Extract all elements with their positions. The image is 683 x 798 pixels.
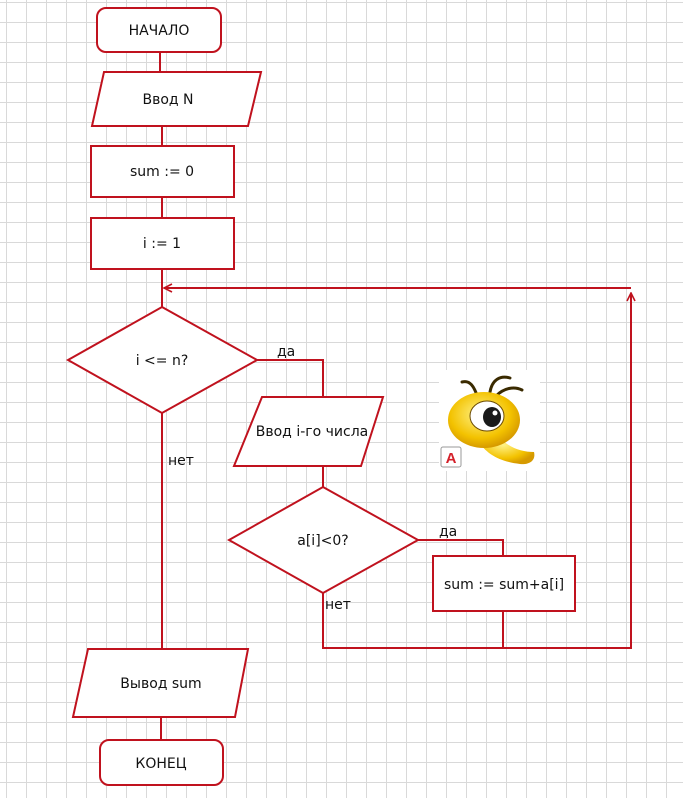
input-n-label: Ввод N bbox=[142, 92, 193, 108]
bee-mascot-icon: A bbox=[439, 370, 540, 471]
start-label: НАЧАЛО bbox=[129, 23, 190, 39]
check-negative-label: a[i]<0? bbox=[297, 533, 348, 549]
loop-back-line bbox=[322, 293, 631, 649]
accumulate-block: sum := sum+a[i] bbox=[432, 555, 576, 612]
loop-condition-diamond: i <= n? bbox=[65, 305, 260, 415]
init-i-block: i := 1 bbox=[90, 217, 235, 270]
input-item-block: Ввод i-го числа bbox=[232, 396, 385, 467]
check-yes-label: да bbox=[439, 524, 457, 540]
check-negative-diamond: a[i]<0? bbox=[226, 485, 421, 595]
init-sum-block: sum := 0 bbox=[90, 145, 235, 198]
logo-badge bbox=[440, 446, 462, 468]
init-i-label: i := 1 bbox=[143, 236, 181, 252]
output-sum-label: Вывод sum bbox=[120, 676, 201, 692]
end-label: КОНЕЦ bbox=[135, 756, 186, 772]
loop-yes-label: да bbox=[277, 344, 295, 360]
loop-condition-label: i <= n? bbox=[136, 353, 189, 369]
connector-check-yes bbox=[418, 539, 504, 556]
input-n-block: Ввод N bbox=[90, 71, 263, 127]
connector-yes-branch bbox=[257, 359, 324, 397]
output-sum-block: Вывод sum bbox=[71, 648, 250, 718]
accumulate-label: sum := sum+a[i] bbox=[444, 577, 564, 593]
input-item-label: Ввод i-го числа bbox=[256, 424, 368, 440]
loop-no-label: нет bbox=[168, 453, 194, 469]
connectors bbox=[159, 52, 631, 740]
end-terminator: КОНЕЦ bbox=[99, 739, 224, 786]
init-sum-label: sum := 0 bbox=[130, 164, 194, 180]
logo-badge-letter: A bbox=[446, 450, 457, 467]
check-no-label: нет bbox=[325, 597, 351, 613]
start-terminator: НАЧАЛО bbox=[96, 7, 222, 53]
